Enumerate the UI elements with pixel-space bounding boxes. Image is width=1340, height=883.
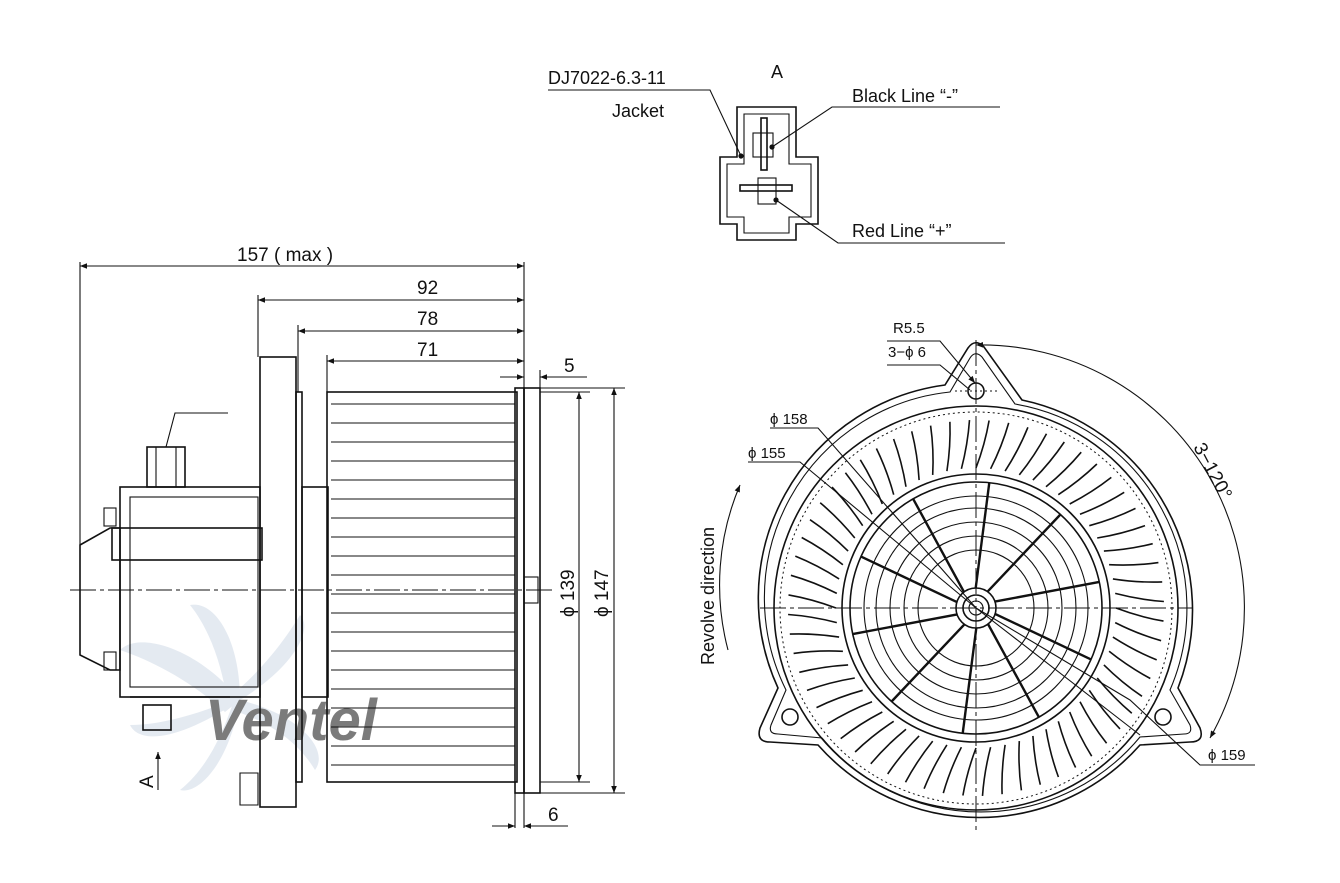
- connector-leader-lines: [548, 89, 1005, 244]
- dim-dia-139: ϕ 139: [558, 569, 579, 617]
- connector-black-line-label: Black Line “-”: [852, 86, 958, 106]
- dim-71: 71: [417, 340, 438, 361]
- impeller-blade: [929, 425, 934, 475]
- impeller-blade: [1114, 621, 1162, 642]
- impeller-blade: [795, 555, 840, 580]
- impeller-blade: [1068, 711, 1093, 757]
- impeller-blade: [831, 486, 864, 527]
- hub-spoke: [974, 482, 991, 589]
- impeller-blade: [854, 720, 895, 753]
- hub-spoke: [986, 623, 1040, 718]
- impeller-blade: [799, 664, 849, 674]
- impeller-blade: [1089, 507, 1136, 527]
- watermark-logo: Ventel: [120, 604, 379, 791]
- impeller-blade: [960, 420, 971, 470]
- label-revolve-direction: Revolve direction: [698, 527, 718, 665]
- hub-spoke: [860, 555, 958, 604]
- watermark-text: Ventel: [205, 688, 379, 753]
- dim-6: 6: [548, 805, 559, 826]
- hub-spoke: [986, 513, 1062, 593]
- hub-spoke: [890, 623, 966, 703]
- impeller-blade: [793, 650, 843, 655]
- front-centerlines: [760, 340, 1192, 830]
- impeller-blade: [1057, 721, 1077, 768]
- label-dia-159: ϕ 159: [1208, 747, 1246, 764]
- label-r55: R5.5: [893, 320, 925, 337]
- impeller-blade: [844, 472, 873, 515]
- impeller-blade: [989, 422, 1010, 470]
- side-dimension-lines: [80, 263, 617, 829]
- impeller-blade: [1112, 578, 1163, 583]
- impeller-blade: [1088, 689, 1121, 730]
- impeller-blade: [1109, 561, 1159, 566]
- dim-78: 78: [417, 309, 438, 330]
- impeller-blade: [875, 448, 895, 495]
- connector-view-label: A: [771, 62, 783, 82]
- impeller-blade: [1097, 524, 1146, 539]
- impeller-blade: [788, 594, 837, 609]
- impeller-blade: [788, 613, 838, 624]
- dim-5: 5: [564, 356, 575, 377]
- dim-overall-length: 157 ( max ): [237, 245, 333, 266]
- hub-spoke: [961, 627, 978, 734]
- impeller-blade: [904, 740, 934, 783]
- view-arrow-a-label: A: [137, 775, 158, 788]
- impeller-blade: [827, 700, 873, 725]
- hub-spoke: [912, 498, 966, 593]
- connector-housing: [719, 106, 819, 241]
- front-view: R5.5 3−ϕ 6 ϕ 158 ϕ 155 ϕ 159 3−120° Revo…: [698, 320, 1255, 830]
- impeller-blade: [870, 728, 907, 765]
- impeller-blade: [946, 421, 951, 472]
- impeller-blade: [1057, 463, 1098, 496]
- impeller-blade: [840, 711, 883, 740]
- impeller-blade: [819, 502, 856, 539]
- front-leaders: [719, 340, 1255, 766]
- impeller-blade: [1112, 636, 1157, 661]
- label-dia-158: ϕ 158: [770, 411, 808, 428]
- label-mount-holes: 3−ϕ 6: [888, 344, 926, 361]
- connector-part-number: DJ7022-6.3-11: [548, 68, 666, 88]
- hub-spoke: [994, 612, 1092, 661]
- label-angle: 3−120°: [1189, 439, 1236, 503]
- impeller-blade: [1004, 427, 1029, 472]
- impeller-blade: [942, 746, 963, 794]
- impeller-blade: [1108, 650, 1151, 680]
- label-dia-155: ϕ 155: [748, 445, 786, 462]
- side-extension-lines: [79, 262, 625, 828]
- motor-body: [79, 412, 263, 731]
- housing-outline: [757, 341, 1203, 819]
- impeller-blade: [1018, 741, 1023, 791]
- impeller-blade: [1103, 542, 1153, 552]
- impeller-blade: [1045, 729, 1060, 778]
- impeller-blade: [887, 735, 920, 775]
- impeller-blade: [1115, 607, 1164, 622]
- connector-jacket-label: Jacket: [612, 101, 664, 121]
- impeller-blade: [789, 633, 840, 638]
- impeller-blade: [981, 746, 992, 796]
- impeller-blade: [962, 747, 977, 796]
- dim-dia-147: ϕ 147: [592, 569, 613, 617]
- impeller-blade: [1079, 491, 1125, 516]
- impeller-blade: [910, 431, 920, 481]
- impeller-blade: [975, 420, 990, 469]
- watermark-fan-icon: [120, 604, 319, 791]
- side-view: 157 ( max ) 92 78 71 5 6 ϕ 139 ϕ 147 A: [70, 245, 625, 829]
- connector-detail: A DJ7022-6.3-11 Jacket Black Line “-” Re…: [548, 62, 1005, 244]
- hub-spoke: [852, 613, 958, 636]
- impeller-blade: [801, 536, 844, 566]
- impeller-blade: [1114, 592, 1164, 603]
- impeller-blade: [809, 519, 849, 552]
- impeller-blade: [1001, 744, 1006, 795]
- impeller-blade: [1032, 735, 1042, 785]
- mounting-flange: [239, 356, 329, 808]
- connector-red-line-label: Red Line “+”: [852, 221, 952, 241]
- impeller-blade: [923, 744, 948, 789]
- dim-92: 92: [417, 278, 438, 299]
- impeller-blade: [790, 574, 838, 595]
- impeller-blade: [816, 689, 863, 709]
- impeller-blade: [806, 677, 855, 692]
- impeller-blade: [892, 438, 907, 487]
- impeller-blade: [1018, 433, 1048, 476]
